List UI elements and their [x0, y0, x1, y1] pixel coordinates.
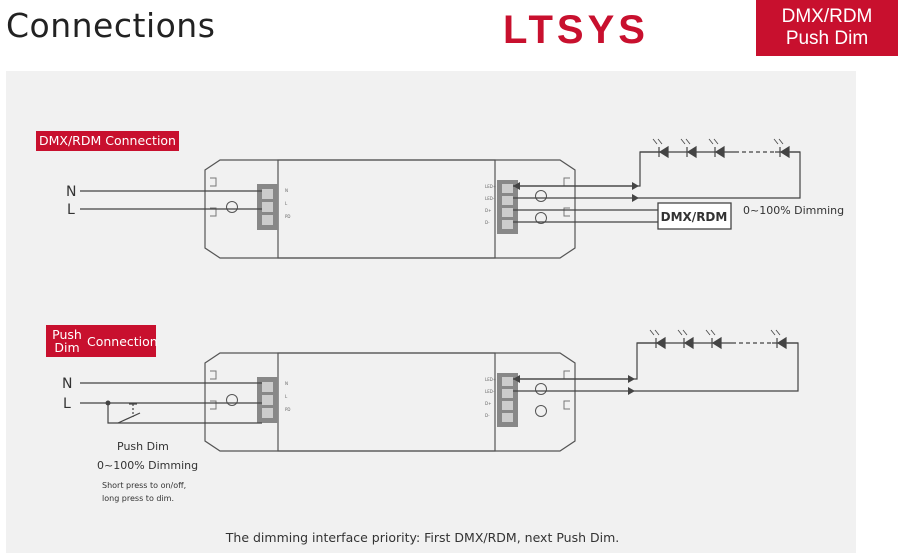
dmx-controller-box: [657, 202, 732, 230]
push-dim-dimming: 0~100% Dimming: [97, 459, 199, 472]
push-dim-label: Push Dim: [117, 440, 169, 453]
priority-note: The dimming interface priority: First DM…: [225, 530, 620, 545]
led-string-1: [640, 138, 800, 159]
push-dim-connection-tag: Push Dim Connection: [46, 325, 158, 357]
page-title: Connections: [6, 6, 216, 45]
push-dim-tag-connection: Connection: [87, 334, 158, 349]
badge-line-1: DMX/RDM: [781, 6, 873, 27]
diagram1-n-label: N: [66, 184, 76, 200]
diagram2-wires: [80, 342, 799, 424]
push-dim-note-1: Short press to on/off,: [102, 481, 187, 490]
diagram-panel: [6, 71, 856, 553]
led-string-2: [637, 329, 798, 350]
push-dim-tag-line-1: Push: [52, 327, 82, 342]
diagram1-l-label: L: [67, 202, 75, 218]
brand-logo: LTSYS: [503, 8, 649, 52]
dmx-connection-tag: DMX/RDM Connection: [36, 131, 179, 151]
badge-line-2: Push Dim: [785, 28, 869, 49]
diagram1-wires: [80, 151, 801, 223]
push-dim-note-2: long press to dim.: [102, 494, 175, 503]
dmx-controller-label: DMX/RDM: [661, 210, 728, 224]
diagram2-l-label: L: [63, 396, 71, 412]
push-dim-tag-line-2: Dim: [54, 340, 80, 355]
diagram1-dimming: 0~100% Dimming: [743, 204, 844, 217]
push-dim-tag-words: Push Dim: [51, 328, 83, 354]
product-badge: DMX/RDM Push Dim: [756, 0, 898, 56]
driver-2: [204, 352, 576, 452]
diagram2-n-label: N: [62, 376, 72, 392]
